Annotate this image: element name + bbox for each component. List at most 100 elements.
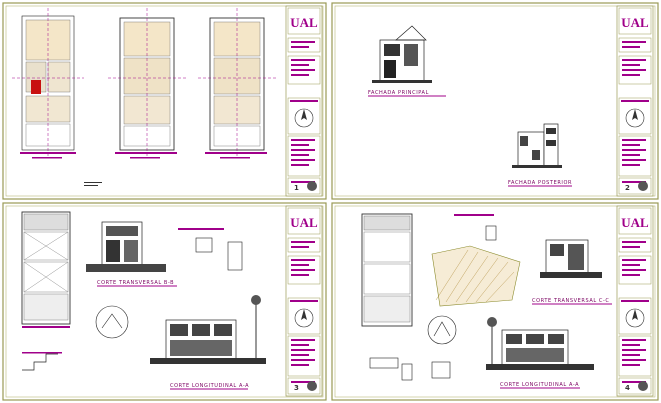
title-block-text-bar — [291, 149, 315, 151]
front-facade-label: FACHADA PRINCIPAL — [368, 90, 429, 96]
plan-drawing-sheet4 — [361, 213, 413, 327]
sheet-3 — [2, 202, 327, 401]
north-arrow-needle — [632, 109, 638, 120]
title-block-text-bar — [291, 264, 309, 266]
front-facade-underline — [368, 95, 446, 97]
section-cc-underline — [532, 303, 612, 305]
title-block-text-bar — [291, 139, 315, 141]
title-block-text-bar — [291, 69, 315, 71]
title-block-text-bar — [291, 159, 315, 161]
title-block-text-bar — [291, 241, 315, 243]
title-block-text-bar — [622, 181, 646, 183]
title-block-cell — [287, 237, 321, 253]
hatched-zone — [431, 245, 521, 307]
north-arrow-needle — [301, 309, 307, 320]
seal-icon — [307, 381, 317, 391]
title-block-text-bar — [291, 246, 309, 248]
title-block-text-bar — [622, 69, 646, 71]
title-block-text-bar — [622, 74, 640, 76]
logo-box — [287, 207, 321, 235]
title-block-text-bar — [291, 154, 309, 156]
rear-facade-drawing — [512, 123, 562, 168]
title-block-text-bar — [291, 339, 315, 341]
section-aa-underline-sheet4 — [500, 387, 580, 389]
title-block-text-bar — [291, 144, 309, 146]
title-block-text-bar — [622, 64, 640, 66]
university-logo: UAL — [621, 215, 649, 230]
title-block-text-bar — [291, 41, 315, 43]
title-block-text-bar — [622, 46, 640, 48]
title-block-4: UAL 4 — [616, 205, 654, 397]
rear-facade-underline — [508, 185, 572, 187]
north-arrow-needle — [632, 309, 638, 320]
sheet-number: 4 — [625, 384, 630, 392]
title-block-text-bar — [622, 339, 646, 341]
stair-detail-sheet3 — [22, 352, 62, 371]
title-block-text-bar — [291, 74, 309, 76]
title-block-cell — [618, 237, 652, 253]
title-block-text-bar — [622, 354, 640, 356]
title-block-text-bar — [291, 46, 309, 48]
title-block-text-bar — [291, 349, 315, 351]
seal-icon — [307, 181, 317, 191]
title-block-text-bar — [622, 264, 640, 266]
title-block-text-bar — [290, 300, 318, 302]
title-block-text-bar — [291, 259, 315, 261]
university-logo: UAL — [621, 15, 649, 30]
section-aa-label-sheet4: CORTE LONGITUDINAL A-A — [500, 382, 579, 388]
structural-plan — [21, 211, 71, 328]
title-block-cell — [618, 37, 652, 53]
title-block-text-bar — [291, 64, 309, 66]
title-block-text-bar — [621, 300, 649, 302]
sheet1-note — [84, 182, 102, 186]
section-aa-drawing-sheet4 — [486, 317, 594, 370]
title-block-text-bar — [622, 144, 640, 146]
title-block-text-bar — [622, 359, 646, 361]
title-block-text-bar — [291, 359, 315, 361]
north-arrow-needle — [301, 109, 307, 120]
title-block-text-bar — [290, 100, 318, 102]
detail-group-sheet3 — [95, 228, 243, 339]
sheet-2 — [331, 2, 659, 200]
title-block-text-bar — [622, 246, 640, 248]
floor-plan-1 — [12, 8, 84, 159]
section-aa-underline-sheet3 — [170, 388, 248, 390]
title-block-3: UAL 3 — [285, 205, 323, 397]
rear-facade-label: FACHADA POSTERIOR — [508, 180, 572, 186]
seal-icon — [638, 181, 648, 191]
section-bb-label: CORTE TRANSVERSAL B-B — [97, 280, 174, 286]
title-block-text-bar — [291, 164, 309, 166]
university-logo: UAL — [290, 15, 318, 30]
title-block-text-bar — [291, 269, 315, 271]
title-block-text-bar — [622, 344, 640, 346]
title-block-text-bar — [622, 349, 646, 351]
title-block-text-bar — [622, 259, 646, 261]
title-block-text-bar — [622, 149, 646, 151]
title-block-text-bar — [291, 381, 315, 383]
logo-box — [618, 207, 652, 235]
section-bb-underline — [97, 285, 177, 287]
title-block-text-bar — [291, 354, 309, 356]
logo-box — [287, 7, 321, 35]
title-block-text-bar — [291, 59, 315, 61]
section-cc-label: CORTE TRANSVERSAL C-C — [532, 298, 610, 304]
sheet-number: 2 — [625, 184, 630, 192]
title-block-text-bar — [622, 381, 646, 383]
detail-group-sheet4 — [369, 214, 497, 381]
title-block-text-bar — [622, 139, 646, 141]
title-block-text-bar — [291, 274, 309, 276]
title-block-text-bar — [622, 269, 646, 271]
title-block-text-bar — [622, 159, 646, 161]
title-block-text-bar — [622, 154, 640, 156]
title-block-cell — [287, 37, 321, 53]
floor-plan-3 — [198, 8, 276, 159]
title-block-2: UAL 2 — [616, 5, 654, 197]
title-block-text-bar — [291, 344, 309, 346]
title-block-text-bar — [622, 364, 640, 366]
floor-plan-2 — [108, 8, 186, 159]
sheet-number: 3 — [294, 384, 299, 392]
university-logo: UAL — [290, 215, 318, 230]
title-block-text-bar — [622, 241, 646, 243]
sheet-number: 1 — [294, 184, 299, 192]
